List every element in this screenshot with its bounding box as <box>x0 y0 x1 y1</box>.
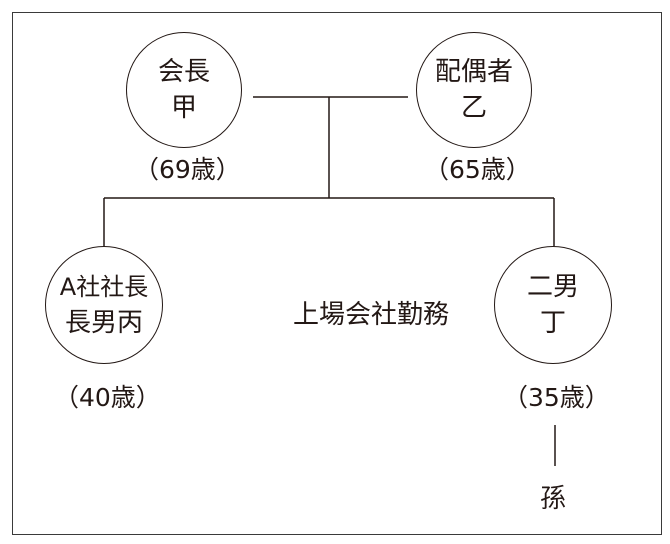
second-title: 二男 <box>526 272 579 302</box>
node-chairman: 会長 甲 <box>126 32 242 148</box>
grandchild-label: 孫 <box>540 484 567 514</box>
node-eldest-son: A社社長 長男丙 <box>45 246 163 364</box>
second-son-note: 上場会社勤務 <box>293 300 450 330</box>
second-age: （35歳） <box>503 383 610 412</box>
diagram-frame <box>12 12 662 535</box>
spouse-name: 乙 <box>460 93 487 123</box>
chairman-title: 会長 <box>157 57 210 87</box>
node-second-son: 二男 丁 <box>494 246 612 364</box>
spouse-title: 配偶者 <box>434 57 513 87</box>
eldest-title: A社社長 <box>59 273 149 301</box>
chairman-age: （69歳） <box>134 155 241 184</box>
spouse-age: （65歳） <box>424 155 531 184</box>
eldest-name: 長男丙 <box>64 308 143 338</box>
chairman-name: 甲 <box>170 93 197 123</box>
second-name: 丁 <box>539 308 566 338</box>
eldest-age: （40歳） <box>54 383 161 412</box>
node-spouse: 配偶者 乙 <box>416 32 532 148</box>
